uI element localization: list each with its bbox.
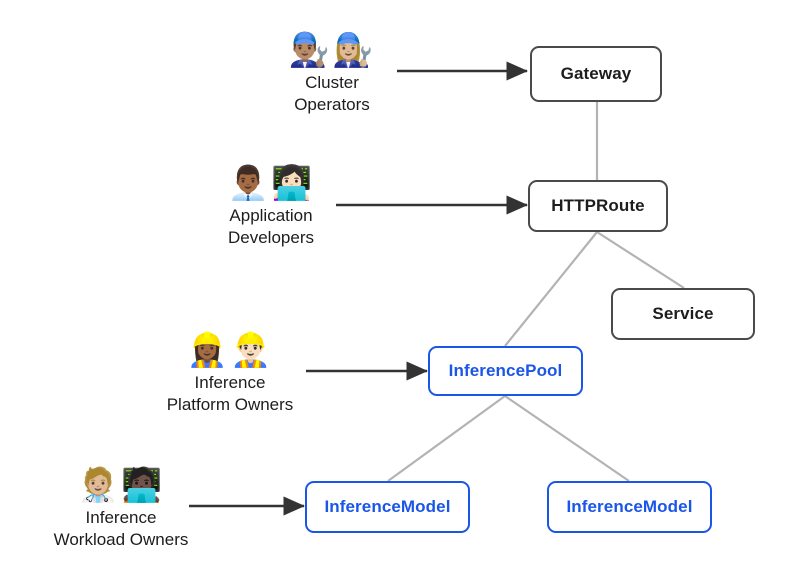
persona-inference-workload-owners: 🧑🏼‍⚕️🧑🏿‍💻 Inference Workload Owners (16, 465, 226, 551)
node-gateway[interactable]: Gateway (530, 46, 662, 102)
node-httproute-label: HTTPRoute (551, 196, 645, 216)
edge-inferencepool-inferencemodel-left (387, 395, 506, 482)
persona-inference-workload-owners-icons: 🧑🏼‍⚕️🧑🏿‍💻 (77, 465, 165, 504)
persona-inference-platform-owners-icons: 👷🏾‍♀️👷🏻‍♂️ (186, 330, 274, 369)
node-inferencemodel-left[interactable]: InferenceModel (305, 481, 470, 533)
node-inferencepool-label: InferencePool (448, 361, 563, 381)
node-inferencemodel-left-label: InferenceModel (324, 497, 451, 517)
node-gateway-label: Gateway (560, 64, 632, 84)
node-inferencemodel-right[interactable]: InferenceModel (547, 481, 712, 533)
edge-httproute-inferencepool (504, 231, 598, 347)
persona-inference-workload-owners-label: Inference Workload Owners (53, 508, 189, 549)
node-service[interactable]: Service (611, 288, 755, 340)
node-inferencemodel-right-label: InferenceModel (566, 497, 693, 517)
edge-httproute-service (596, 231, 685, 289)
persona-cluster-operators-label: Cluster Operators (294, 73, 370, 114)
node-service-label: Service (652, 304, 714, 324)
node-httproute[interactable]: HTTPRoute (528, 180, 668, 232)
persona-cluster-operators: 👨🏽‍🔧👩🏼‍🔧 Cluster Operators (227, 30, 437, 116)
persona-application-developers-label: Application Developers (228, 206, 314, 247)
persona-application-developers: 👨🏾‍💼👩🏻‍💻 Application Developers (166, 163, 376, 249)
edge-inferencepool-inferencemodel-right (504, 395, 630, 482)
node-inferencepool[interactable]: InferencePool (428, 346, 583, 396)
persona-application-developers-icons: 👨🏾‍💼👩🏻‍💻 (227, 163, 315, 202)
persona-inference-platform-owners: 👷🏾‍♀️👷🏻‍♂️ Inference Platform Owners (125, 330, 335, 416)
persona-inference-platform-owners-label: Inference Platform Owners (166, 373, 294, 414)
persona-cluster-operators-icons: 👨🏽‍🔧👩🏼‍🔧 (288, 30, 376, 69)
